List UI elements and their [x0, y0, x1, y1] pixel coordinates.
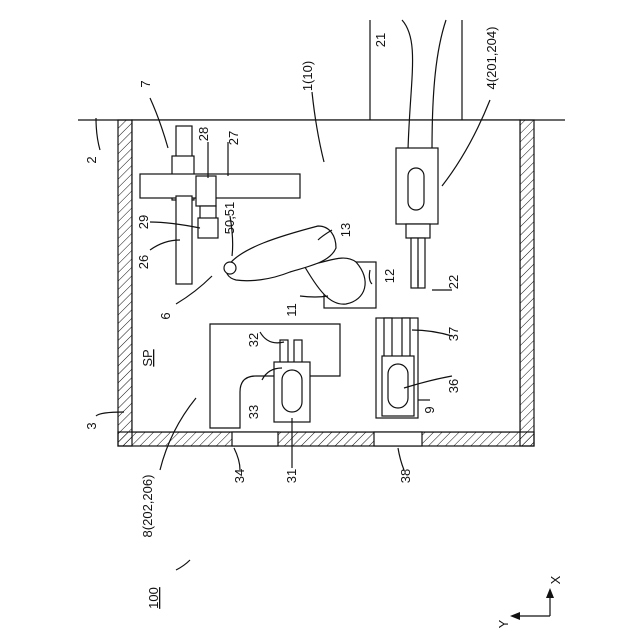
label-object-b: 36: [446, 379, 461, 393]
label-holder-unit: 9: [422, 406, 437, 413]
label-pole: 26: [136, 255, 151, 269]
label-tool: 29: [136, 215, 151, 229]
axis-indicator: [510, 588, 554, 620]
label-port-b: 38: [398, 469, 413, 483]
label-enclosure: 3: [84, 422, 99, 429]
label-axis-x: X: [548, 575, 563, 584]
label-robot-system: 1(10): [300, 61, 315, 91]
label-arm-mid: 12: [382, 269, 397, 283]
port-38-gap: [374, 432, 422, 446]
label-camera: 4(201,204): [484, 27, 499, 90]
label-cable: 21: [373, 33, 388, 47]
holder-unit: [376, 318, 418, 418]
label-hand: 50,51: [222, 202, 237, 235]
label-floor: 2: [84, 156, 99, 163]
label-object-a: 31: [284, 469, 299, 483]
label-clamp: 28: [196, 127, 211, 141]
label-bar: 27: [226, 131, 241, 145]
label-teaching-unit: 7: [138, 80, 153, 87]
label-arm-end: 13: [338, 223, 353, 237]
label-system: 100: [146, 587, 161, 609]
label-axis-y: Y: [496, 619, 511, 628]
label-port-a: 34: [232, 469, 247, 483]
label-robot-arm: 6: [158, 312, 173, 319]
label-stage-unit: 8(202,206): [140, 475, 155, 538]
label-prongs-a: 32: [246, 333, 261, 347]
label-prongs-b: 37: [446, 327, 461, 341]
label-camera-tip: 22: [446, 275, 461, 289]
label-base: 11: [284, 303, 299, 317]
label-plate: 33: [246, 405, 261, 419]
port-34-gap: [232, 432, 278, 446]
label-space: SP: [140, 349, 155, 366]
